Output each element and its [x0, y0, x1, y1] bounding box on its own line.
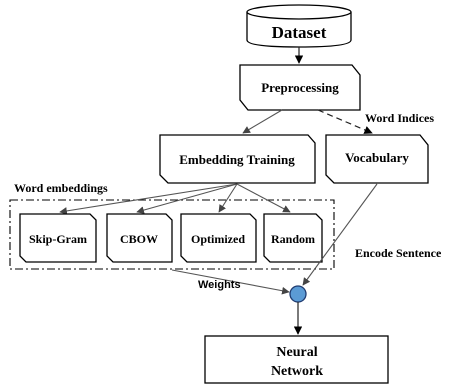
random-node: Random [263, 213, 323, 263]
optimized-node: Optimized [180, 213, 257, 263]
cbow-node: CBOW [106, 213, 173, 263]
edge-embedding-cbow [136, 183, 238, 214]
preprocessing-node: Preprocessing [239, 64, 361, 111]
word-embeddings-label: Word embeddings [14, 181, 108, 195]
edge-preprocessing-embedding [242, 109, 283, 134]
vocabulary-node: Vocabulary [325, 134, 429, 184]
word-embeddings-group [9, 199, 335, 270]
edge-embeddings-junction [171, 269, 290, 295]
neural-network-node: Neural Network [204, 335, 389, 384]
edge-embedding-random [236, 183, 291, 213]
edge-embedding-optimized [218, 183, 238, 213]
neural-network-label-line2: Network [271, 364, 323, 379]
dataset-node: Dataset [246, 4, 352, 48]
preprocessing-label: Preprocessing [261, 80, 339, 95]
word-indices-label: Word Indices [365, 111, 434, 125]
skip-gram-label: Skip-Gram [29, 232, 87, 246]
junction-node [289, 285, 307, 303]
encode-sentence-label: Encode Sentence [355, 246, 442, 260]
optimized-label: Optimized [191, 232, 245, 246]
edge-preprocessing-vocabulary [317, 109, 373, 134]
dataset-label: Dataset [272, 23, 327, 42]
edge-vocabulary-junction [302, 183, 378, 286]
cbow-label: CBOW [120, 232, 158, 246]
weights-label: Weights [198, 279, 241, 291]
embedding-training-node: Embedding Training [159, 134, 316, 184]
random-label: Random [271, 232, 315, 246]
skip-gram-node: Skip-Gram [19, 213, 97, 263]
edge-embedding-skipgram [59, 183, 238, 215]
embedding-training-label: Embedding Training [179, 152, 295, 167]
neural-network-label-line1: Neural [276, 345, 317, 360]
vocabulary-label: Vocabulary [345, 150, 409, 165]
